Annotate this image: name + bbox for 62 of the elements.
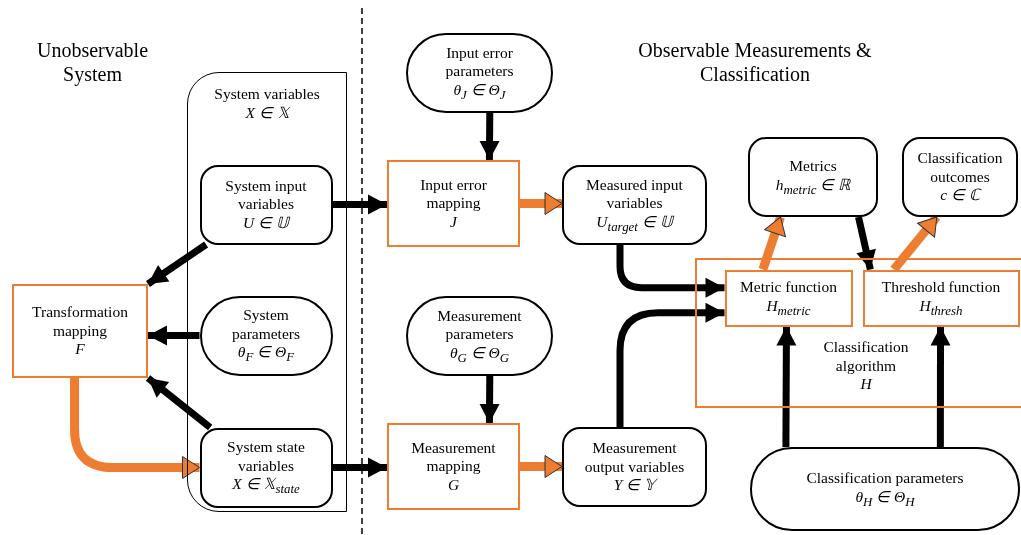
node-title: System variables (214, 85, 320, 104)
math-expression: θ$_{G}$ ∈ Θ$_{G}$ (449, 343, 510, 366)
math-expression: X ∈ 𝕏$_{state}$ (232, 475, 300, 497)
process-box (387, 423, 520, 510)
node-title: Metric function (740, 277, 837, 297)
arrow (616, 302, 725, 427)
arrow (479, 375, 500, 424)
math-expression: U ∈ 𝕌 (243, 213, 289, 233)
math-expression: G (447, 475, 460, 495)
arrow (479, 112, 500, 161)
process-box (862, 269, 1020, 327)
math-expression: F (75, 340, 85, 359)
math-expression: H$_{metric}$ (766, 296, 811, 319)
math-expression: X ∈ 𝕏 (245, 103, 289, 123)
math-expression: c ∈ ℂ (940, 186, 980, 205)
node-title: Classification parameters (806, 468, 964, 488)
group-container (695, 258, 1021, 408)
node-title: Metrics (789, 156, 837, 176)
node-title: Threshold function (881, 277, 1001, 297)
arrow (146, 241, 209, 287)
math-expression: J (450, 212, 457, 232)
rounded-box (562, 427, 707, 507)
math-expression: θ$_{J}$ ∈ Θ$_{J}$ (453, 80, 506, 103)
math-expression: h$_{metric}$ ∈ ℝ (775, 175, 851, 198)
process-box (387, 160, 520, 247)
rounded-box (199, 427, 333, 508)
block-arrow (890, 214, 941, 273)
arrow (855, 216, 876, 271)
rounded-box (748, 137, 878, 217)
rounded-box (562, 165, 707, 245)
group-container (187, 72, 347, 512)
arrow (930, 326, 951, 447)
process-box (724, 269, 853, 327)
stadium-box (406, 33, 553, 113)
block-arrow (70, 378, 200, 479)
math-expression: U$_{target}$ ∈ 𝕌 (596, 212, 673, 235)
node-title: Input error mapping (419, 175, 488, 213)
process-box (12, 284, 148, 378)
section-heading: Unobservable System (35, 38, 150, 86)
node-title: Classification algorithm (822, 338, 910, 376)
arrow (145, 375, 213, 431)
stadium-box (750, 447, 1020, 531)
block-arrow (520, 192, 563, 215)
node-title: Measured input variables (585, 175, 684, 213)
rounded-box (199, 164, 333, 245)
math-expression: θ$_{H}$ ∈ Θ$_{H}$ (855, 487, 915, 510)
block-arrow (520, 455, 563, 478)
stadium-box (199, 295, 333, 376)
math-expression: H (860, 375, 872, 394)
node-title: System state variables (226, 438, 306, 476)
node-title: System input variables (224, 176, 308, 214)
math-expression: θ$_{F}$ ∈ Θ$_{F}$ (237, 343, 295, 365)
rounded-box (902, 137, 1018, 217)
math-expression: H$_{thresh}$ (919, 296, 963, 319)
math-expression: Y ∈ 𝕐 (613, 476, 656, 495)
node-title: Measurement output variables (583, 439, 686, 477)
block-arrow (758, 215, 787, 271)
stadium-box (406, 296, 553, 376)
section-heading: Observable Measurements & Classification (637, 38, 873, 86)
node-title: Measurement mapping (410, 438, 497, 476)
node-title: Transformation mapping (31, 303, 129, 341)
arrow (776, 326, 797, 447)
